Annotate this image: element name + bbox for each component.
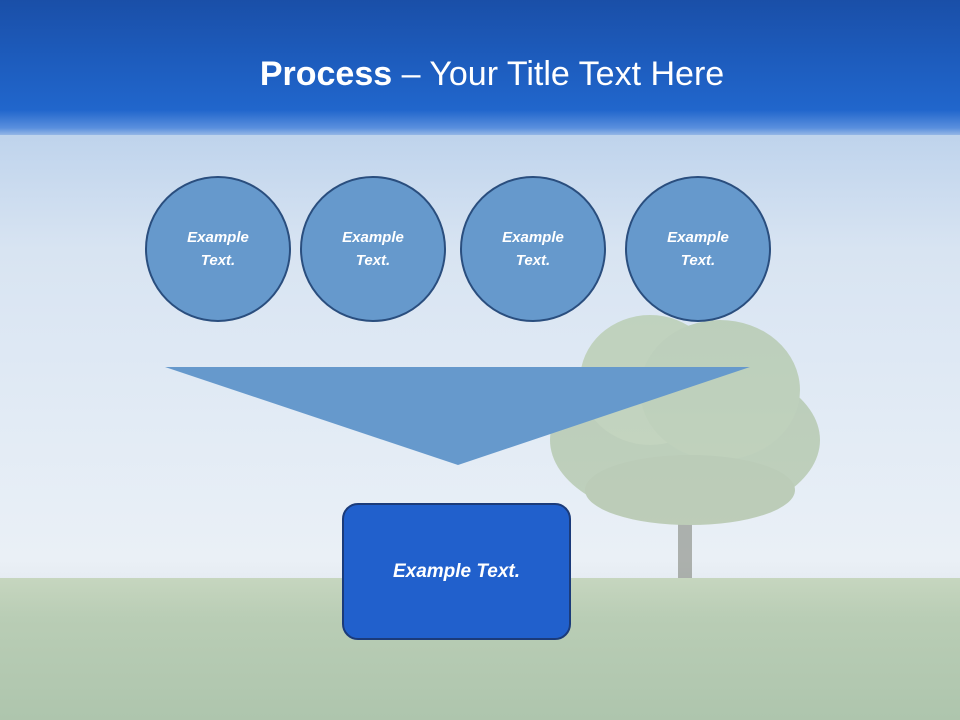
title-rest: – Your Title Text Here: [392, 55, 725, 93]
slide-title: Process – Your Title Text Here: [0, 52, 960, 96]
funnel-arrow: [165, 367, 750, 465]
circle-text-line2: Text.: [355, 252, 391, 269]
title-band: [0, 0, 960, 135]
circle-text-line1: Example: [667, 229, 729, 246]
result-box-text: Example Text.: [392, 560, 521, 582]
circle-text-line1: Example: [342, 229, 404, 246]
result-box: Example Text.: [342, 503, 571, 640]
funnel-triangle: [165, 367, 750, 465]
circle-text-line2: Text.: [515, 252, 551, 269]
circle-text-line1: Example: [502, 229, 564, 246]
circle-text-line2: Text.: [680, 252, 716, 269]
circle-text-line2: Text.: [200, 252, 236, 269]
title-bold: Process: [259, 55, 393, 93]
circle-text-line1: Example: [187, 229, 249, 246]
